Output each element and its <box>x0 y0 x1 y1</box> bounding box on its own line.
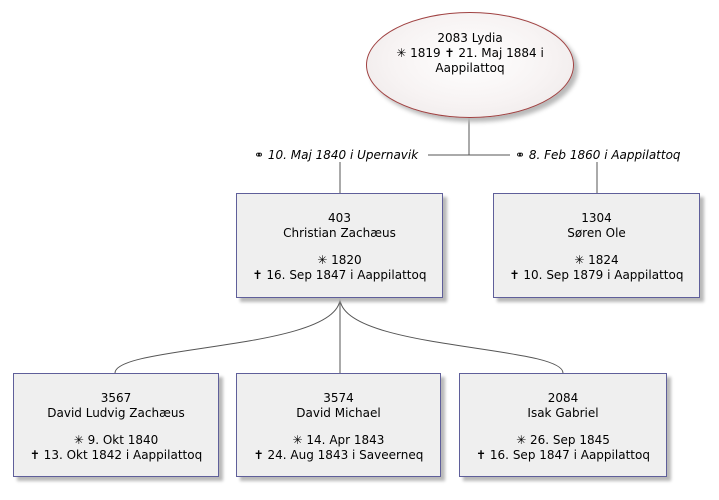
death-info: ✝ 24. Aug 1843 i Saveerneq <box>253 448 424 462</box>
spouse-node-2[interactable]: 1304 Søren Ole ✳ 1824 ✝ 10. Sep 1879 i A… <box>493 193 700 298</box>
death-info: ✝ 16. Sep 1847 i Aappilattoq <box>252 268 427 282</box>
person-name: Isak Gabriel <box>527 406 599 420</box>
person-name: David Ludvig Zachæus <box>47 406 185 420</box>
child-node-3[interactable]: 2084 Isak Gabriel ✳ 26. Sep 1845 ✝ 16. S… <box>459 373 667 477</box>
person-name: Søren Ole <box>567 226 626 240</box>
person-name: Lydia <box>471 31 503 45</box>
birth-info: ✳ 14. Apr 1843 <box>292 433 385 447</box>
person-name: Christian Zachæus <box>283 226 396 240</box>
death-info: ✝ 16. Sep 1847 i Aappilattoq <box>476 448 650 462</box>
marriage-label-2: ⚭ 8. Feb 1860 i Aappilattoq <box>513 148 683 162</box>
child-3-curve-line <box>339 297 564 374</box>
death-info: ✝ 10. Sep 1879 i Aappilattoq <box>509 268 684 282</box>
child-node-1[interactable]: 3567 David Ludvig Zachæus ✳ 9. Okt 1840 … <box>13 373 219 477</box>
death-info: ✝ 13. Okt 1842 i Aappilattoq <box>29 448 203 462</box>
spouse-node-1[interactable]: 403 Christian Zachæus ✳ 1820 ✝ 16. Sep 1… <box>236 193 443 298</box>
birth-info: ✳ 26. Sep 1845 <box>516 433 610 447</box>
birth-info: ✳ 9. Okt 1840 <box>73 433 159 447</box>
birth-info: ✳ 1820 <box>317 253 362 267</box>
person-name: David Michael <box>296 406 381 420</box>
person-id: 3567 <box>100 391 132 405</box>
birth-info: ✳ 1824 <box>574 253 619 267</box>
person-id: 403 <box>328 211 351 225</box>
person-id: 3574 <box>323 391 354 405</box>
root-person-node[interactable]: 2083 Lydia ✳ 1819 ✝ 21. Maj 1884 i Aappi… <box>366 12 574 118</box>
birth-info: ✳ 1819 <box>396 46 441 60</box>
death-info: ✝ 21. Maj 1884 i Aappilattoq <box>435 46 544 75</box>
child-node-2[interactable]: 3574 David Michael ✳ 14. Apr 1843 ✝ 24. … <box>236 373 441 477</box>
person-id: 1304 <box>581 211 612 225</box>
person-id: 2083 <box>437 31 468 45</box>
child-1-curve-line <box>114 297 341 374</box>
person-id: 2084 <box>547 391 579 405</box>
marriage-label-1: ⚭ 10. Maj 1840 i Upernavik <box>252 148 421 162</box>
